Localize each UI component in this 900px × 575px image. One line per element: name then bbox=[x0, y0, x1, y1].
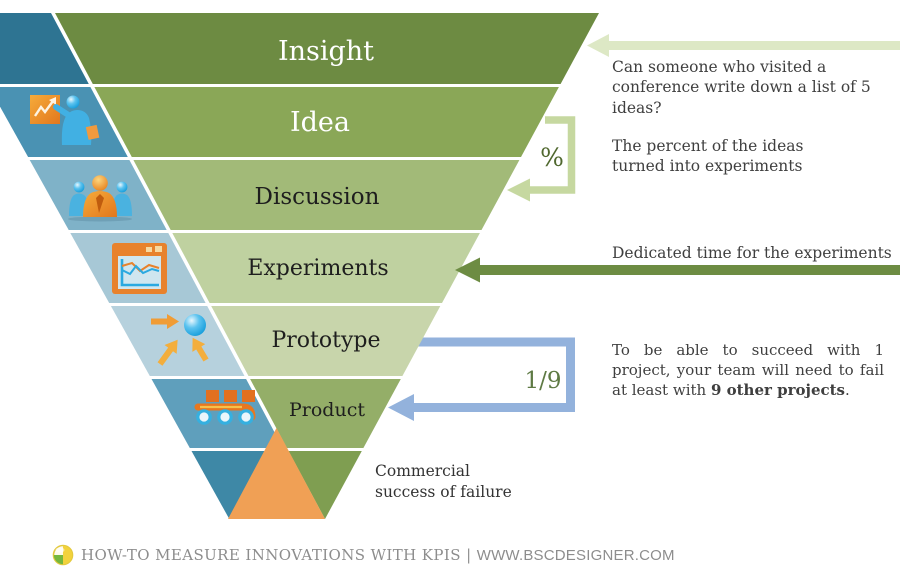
experiments-arrow bbox=[455, 257, 900, 283]
percent-arrowhead bbox=[507, 178, 530, 202]
ratio-note-post: . bbox=[845, 380, 850, 399]
stage-label-prototype: Prototype bbox=[271, 328, 380, 353]
ratio-note-text: To be able to succeed with 1 project, yo… bbox=[612, 341, 884, 400]
percent-elbow-arrow bbox=[507, 116, 576, 202]
ratio-label: 1/9 bbox=[524, 368, 561, 394]
experiments-chart-icon bbox=[112, 243, 167, 294]
ratio-bracket-arrow bbox=[388, 337, 575, 421]
stage-label-idea: Idea bbox=[290, 107, 350, 138]
insight-green-cell bbox=[55, 13, 599, 84]
idea-green-cell bbox=[94, 87, 559, 157]
percent-note-text: The percent of the ideas turned into exp… bbox=[612, 137, 804, 176]
funnel-tip bbox=[191, 428, 362, 519]
prototype-blue-cell bbox=[110, 306, 245, 376]
stage-label-discussion: Discussion bbox=[255, 184, 380, 210]
footer-title: HOW-TO MEASURE INNOVATIONS WITH KPIS bbox=[81, 546, 461, 564]
discussion-green-cell bbox=[133, 160, 520, 230]
ratio-arrowhead bbox=[388, 394, 414, 421]
prototype-converge-icon bbox=[151, 314, 209, 366]
presenter-icon bbox=[30, 95, 100, 145]
insight-arrow bbox=[587, 34, 900, 57]
insight-arrowhead bbox=[587, 34, 609, 57]
footer-site: WWW.BSCDESIGNER.COM bbox=[476, 547, 675, 564]
product-conveyor-icon bbox=[194, 390, 256, 425]
stage-label-experiments: Experiments bbox=[247, 256, 388, 281]
funnel-tip-label: Commercial success of failure bbox=[375, 462, 512, 502]
funnel-stage-prototype bbox=[110, 306, 441, 376]
prototype-green-cell bbox=[211, 306, 441, 376]
footer: HOW-TO MEASURE INNOVATIONS WITH KPIS | W… bbox=[52, 544, 675, 566]
footer-text: HOW-TO MEASURE INNOVATIONS WITH KPIS | W… bbox=[81, 546, 675, 564]
ratio-note-bold: 9 other projects bbox=[710, 380, 845, 399]
stage-label-insight: Insight bbox=[278, 36, 374, 67]
experiments-note-text: Dedicated time for the experiments bbox=[612, 244, 892, 262]
footer-separator: | bbox=[460, 546, 477, 564]
bscdesigner-logo-icon bbox=[52, 544, 74, 566]
funnel-stage-insight bbox=[0, 13, 599, 84]
product-green-cell bbox=[250, 379, 401, 448]
percent-symbol: % bbox=[540, 143, 564, 172]
insight-note-text: Can someone who visited a conference wri… bbox=[612, 58, 871, 117]
team-discussion-icon bbox=[68, 175, 132, 222]
tip-orange-triangle bbox=[228, 428, 325, 519]
ratio-note-pre: To be able to succeed with 1 project, yo… bbox=[612, 341, 884, 399]
experiments-green-cell bbox=[172, 233, 480, 303]
stage-label-product: Product bbox=[289, 399, 365, 421]
experiments-arrowhead bbox=[455, 257, 480, 283]
tip-green-cell bbox=[288, 451, 362, 519]
insight-blue-cell bbox=[0, 13, 89, 84]
